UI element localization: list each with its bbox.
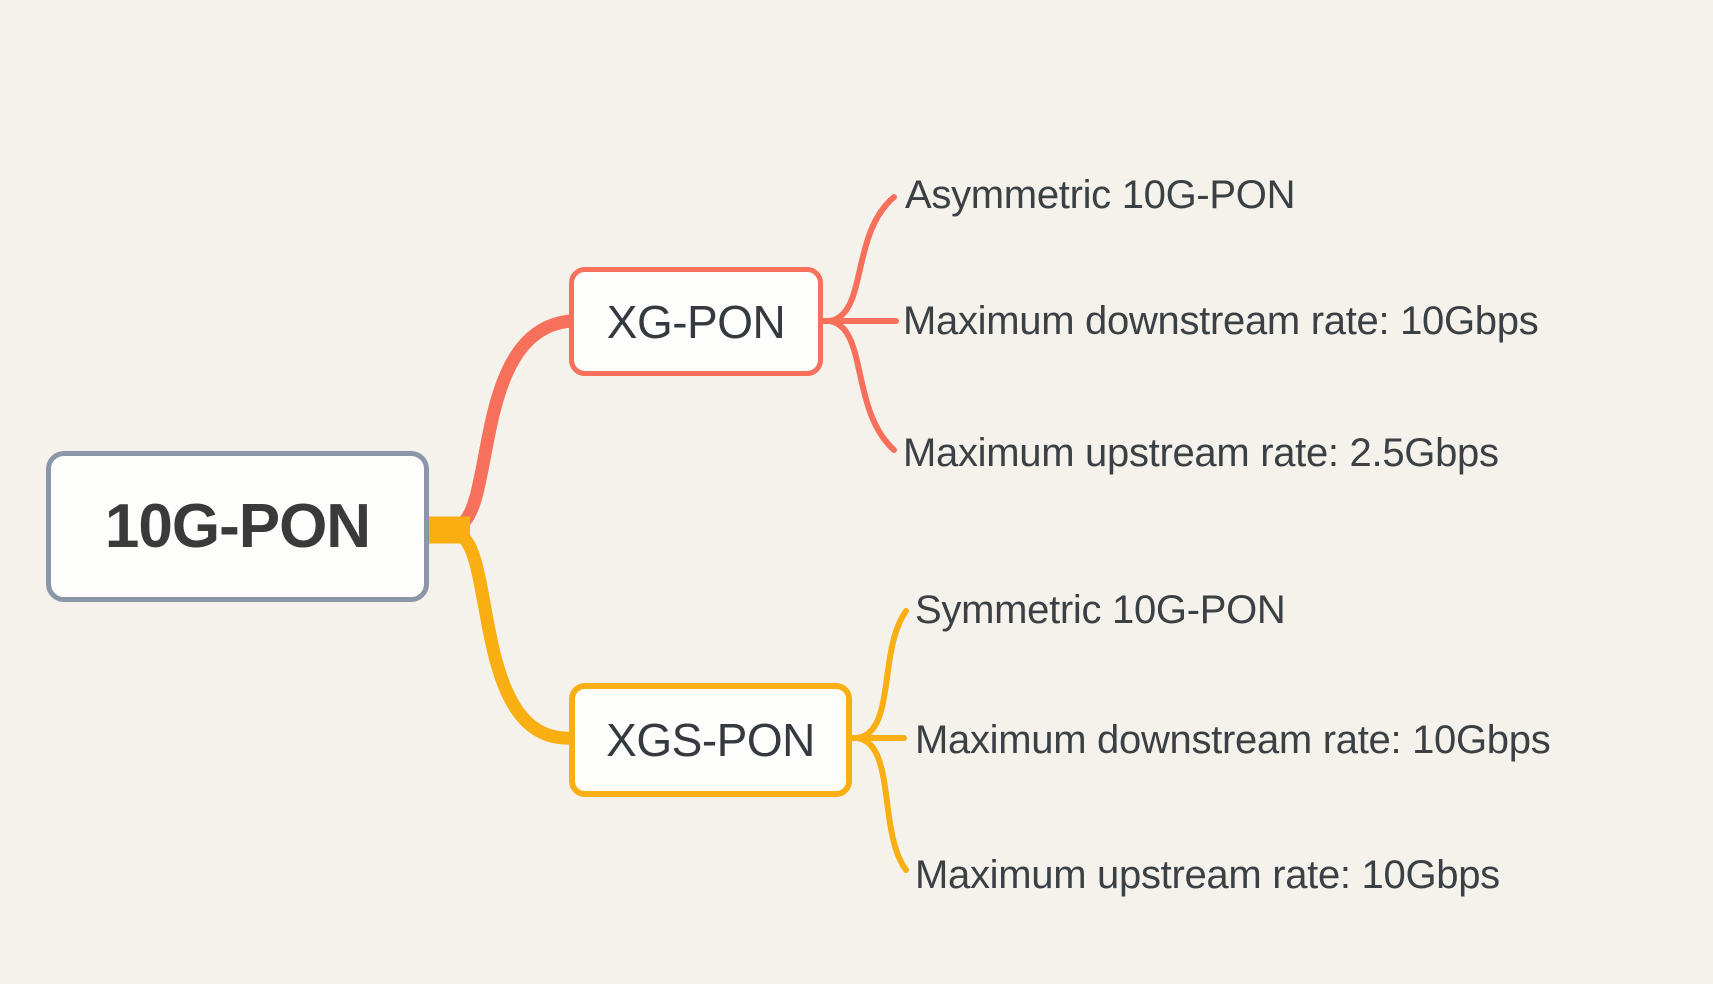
topic-xgs-pon-label: XGS-PON [606, 714, 815, 766]
connector-xg-pon-to-child-3 [827, 318, 897, 453]
topic-xgs-pon[interactable]: XGS-PON [569, 683, 852, 797]
connector-xgs-pon-to-child-1 [855, 608, 909, 741]
topic-xg-pon[interactable]: XG-PON [569, 267, 823, 376]
leaf-asymmetric-10g-pon[interactable]: Asymmetric 10G-PON [905, 173, 1296, 217]
root-topic-label: 10G-PON [104, 492, 371, 561]
topic-xg-pon-label: XG-PON [606, 295, 786, 348]
connector-xgs-pon-to-child-3 [855, 735, 909, 873]
leaf-symmetric-10g-pon[interactable]: Symmetric 10G-PON [915, 588, 1286, 632]
leaf-xg-max-downstream-rate[interactable]: Maximum downstream rate: 10Gbps [903, 299, 1539, 343]
leaf-xgs-max-downstream-rate[interactable]: Maximum downstream rate: 10Gbps [915, 718, 1551, 762]
connector-root-to-xg-pon [457, 314, 578, 529]
leaf-xg-max-upstream-rate[interactable]: Maximum upstream rate: 2.5Gbps [903, 431, 1499, 475]
connector-root-to-xgs-pon [457, 531, 578, 745]
leaf-xgs-max-upstream-rate[interactable]: Maximum upstream rate: 10Gbps [915, 853, 1500, 897]
connector-xg-pon-to-child-1 [827, 194, 897, 324]
root-topic-10g-pon[interactable]: 10G-PON [46, 451, 429, 602]
